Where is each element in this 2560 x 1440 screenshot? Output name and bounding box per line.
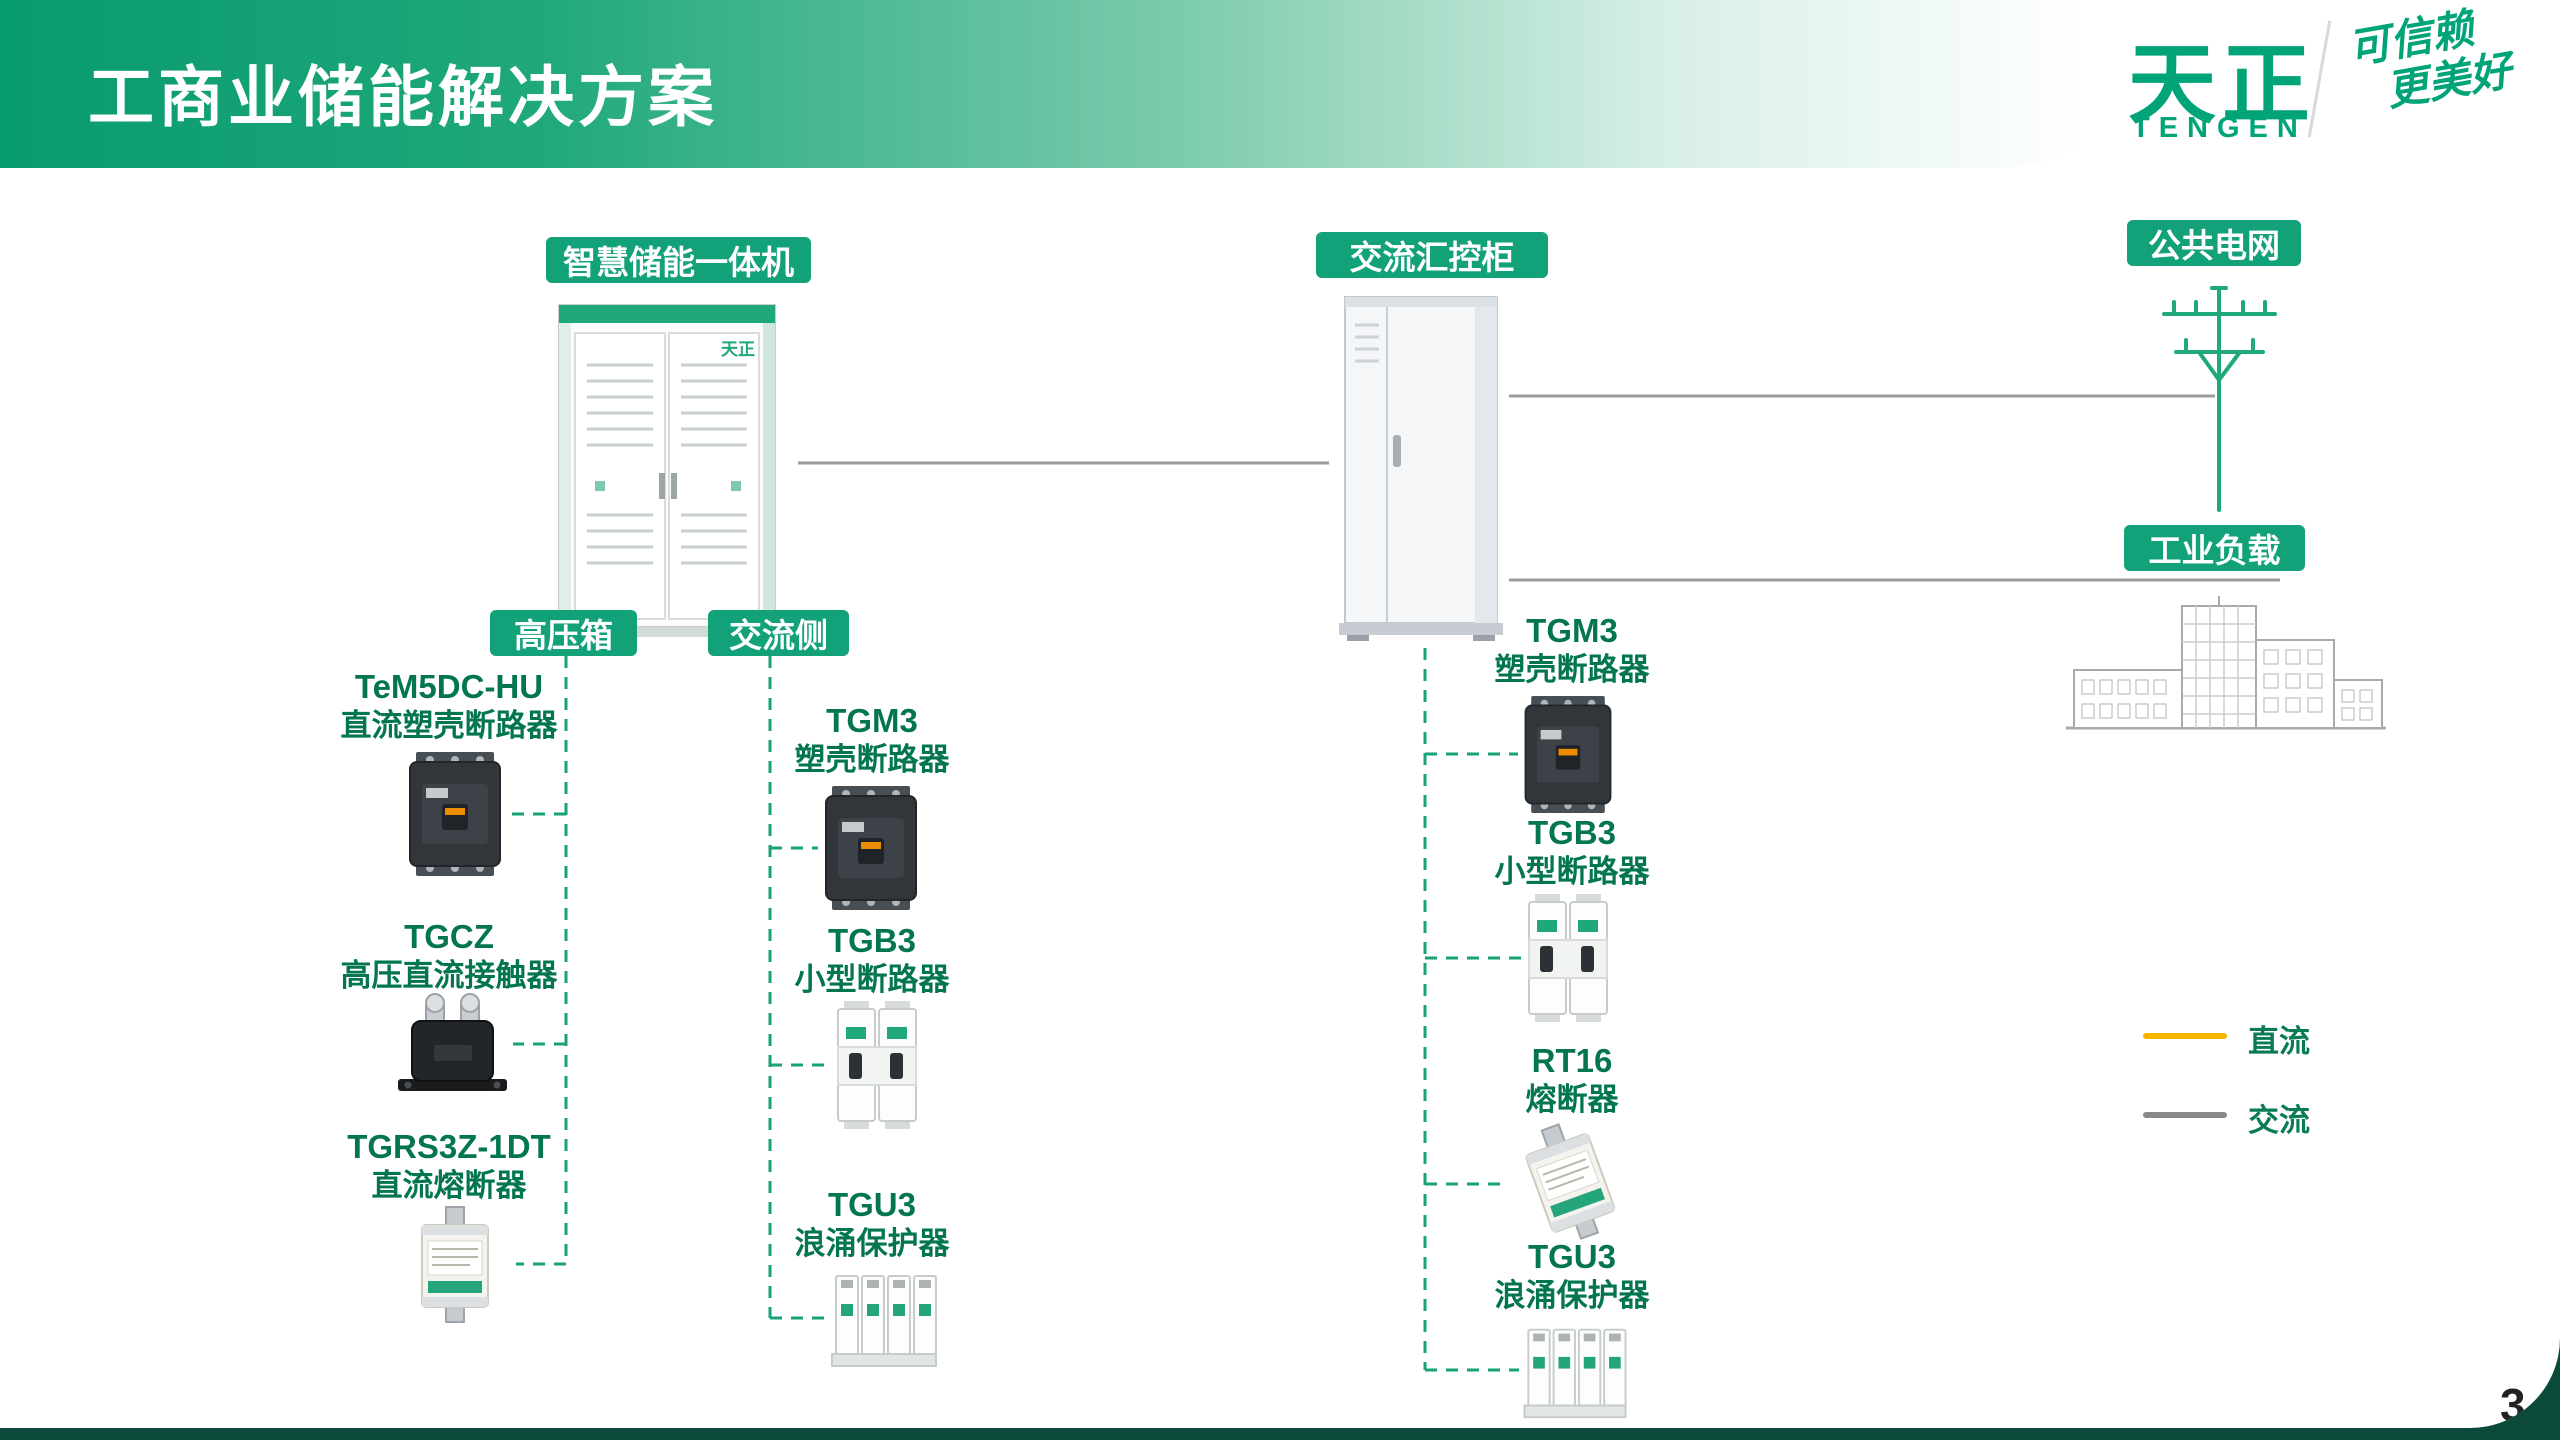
tengen-logo-en: TENGEN: [2132, 112, 2307, 144]
badge-ac-side: 交流侧: [708, 610, 849, 656]
product-name: 熔断器: [1525, 1082, 1619, 1118]
tgb3-mcb-image-mid: [837, 1001, 917, 1129]
badge-public-grid: 公共电网: [2127, 220, 2301, 266]
brand-slogan: 可信赖 更美好: [2345, 0, 2515, 121]
legend-dc-line: [2143, 1033, 2227, 1039]
tgb3-mcb-image-right: [1528, 894, 1608, 1022]
product-label-tgrs3z: TGRS3Z-1DT 直流熔断器: [299, 1126, 599, 1206]
badge-high-voltage-box: 高压箱: [490, 610, 637, 656]
tem5dc-breaker-image: [409, 751, 501, 877]
industrial-building-image: [2066, 596, 2386, 730]
product-label-tgm3-right: TGM3 塑壳断路器: [1422, 610, 1722, 690]
page-number: 3: [2500, 1379, 2526, 1428]
tgu3-spd-image-right: [1523, 1328, 1627, 1419]
product-name: 直流熔断器: [371, 1168, 527, 1204]
badge-ess: 智慧储能一体机: [546, 237, 811, 283]
product-model: TGM3: [826, 702, 918, 739]
product-label-tem5dc: TeM5DC-HU 直流塑壳断路器: [299, 666, 599, 746]
ac-solid-links: [798, 394, 2280, 582]
legend-dc-label: 直流: [2248, 1024, 2310, 1059]
product-name: 小型断路器: [1494, 854, 1650, 890]
ac-cabinet-image: [1339, 296, 1503, 641]
product-model: TGRS3Z-1DT: [347, 1128, 551, 1165]
tgrs3z-fuse-image: [421, 1206, 489, 1323]
product-label-tgm3-mid: TGM3 塑壳断路器: [722, 700, 1022, 780]
tgu3-spd-image-mid: [831, 1275, 937, 1367]
tgm3-breaker-image-mid: [825, 785, 917, 911]
product-model: TGB3: [1527, 814, 1616, 851]
product-name: 浪涌保护器: [1494, 1278, 1650, 1314]
ess-brand-text: 天正: [721, 340, 755, 359]
badge-ac-control-cabinet: 交流汇控柜: [1316, 232, 1548, 278]
product-label-tgb3-mid: TGB3 小型断路器: [722, 920, 1022, 1000]
product-name: 小型断路器: [794, 962, 950, 998]
page-title: 工商业储能解决方案: [88, 60, 718, 134]
product-model: TGB3: [827, 922, 916, 959]
ess-cabinet-image: 天正: [555, 304, 779, 637]
header-banner: [0, 0, 2150, 168]
tengen-logo-cn: 天正: [2128, 35, 2317, 134]
tgcz-contactor-image: [398, 993, 507, 1091]
product-label-tgb3-right: TGB3 小型断路器: [1422, 812, 1722, 892]
product-model: TGU3: [1527, 1238, 1616, 1275]
product-model: TGM3: [1526, 612, 1618, 649]
product-model: TGU3: [827, 1186, 916, 1223]
product-name: 高压直流接触器: [340, 958, 558, 994]
product-label-tgcz: TGCZ 高压直流接触器: [299, 916, 599, 996]
legend-ac-line: [2143, 1112, 2227, 1118]
rt16-fuse-image: [1518, 1122, 1622, 1242]
product-label-rt16: RT16 熔断器: [1422, 1040, 1722, 1120]
product-name: 塑壳断路器: [1494, 652, 1650, 688]
product-name: 浪涌保护器: [794, 1226, 950, 1262]
legend-ac-label: 交流: [2248, 1103, 2310, 1138]
utility-pole-image: [2162, 286, 2277, 512]
product-name: 塑壳断路器: [794, 742, 950, 778]
product-model: TeM5DC-HU: [354, 668, 544, 705]
product-label-tgu3-right: TGU3 浪涌保护器: [1422, 1236, 1722, 1316]
tgm3-breaker-image-right: [1524, 695, 1612, 814]
badge-industrial-load: 工业负载: [2124, 525, 2305, 571]
product-name: 直流塑壳断路器: [340, 708, 558, 744]
product-label-tgu3-mid: TGU3 浪涌保护器: [722, 1184, 1022, 1264]
product-model: TGCZ: [404, 918, 494, 955]
product-model: RT16: [1531, 1042, 1613, 1079]
